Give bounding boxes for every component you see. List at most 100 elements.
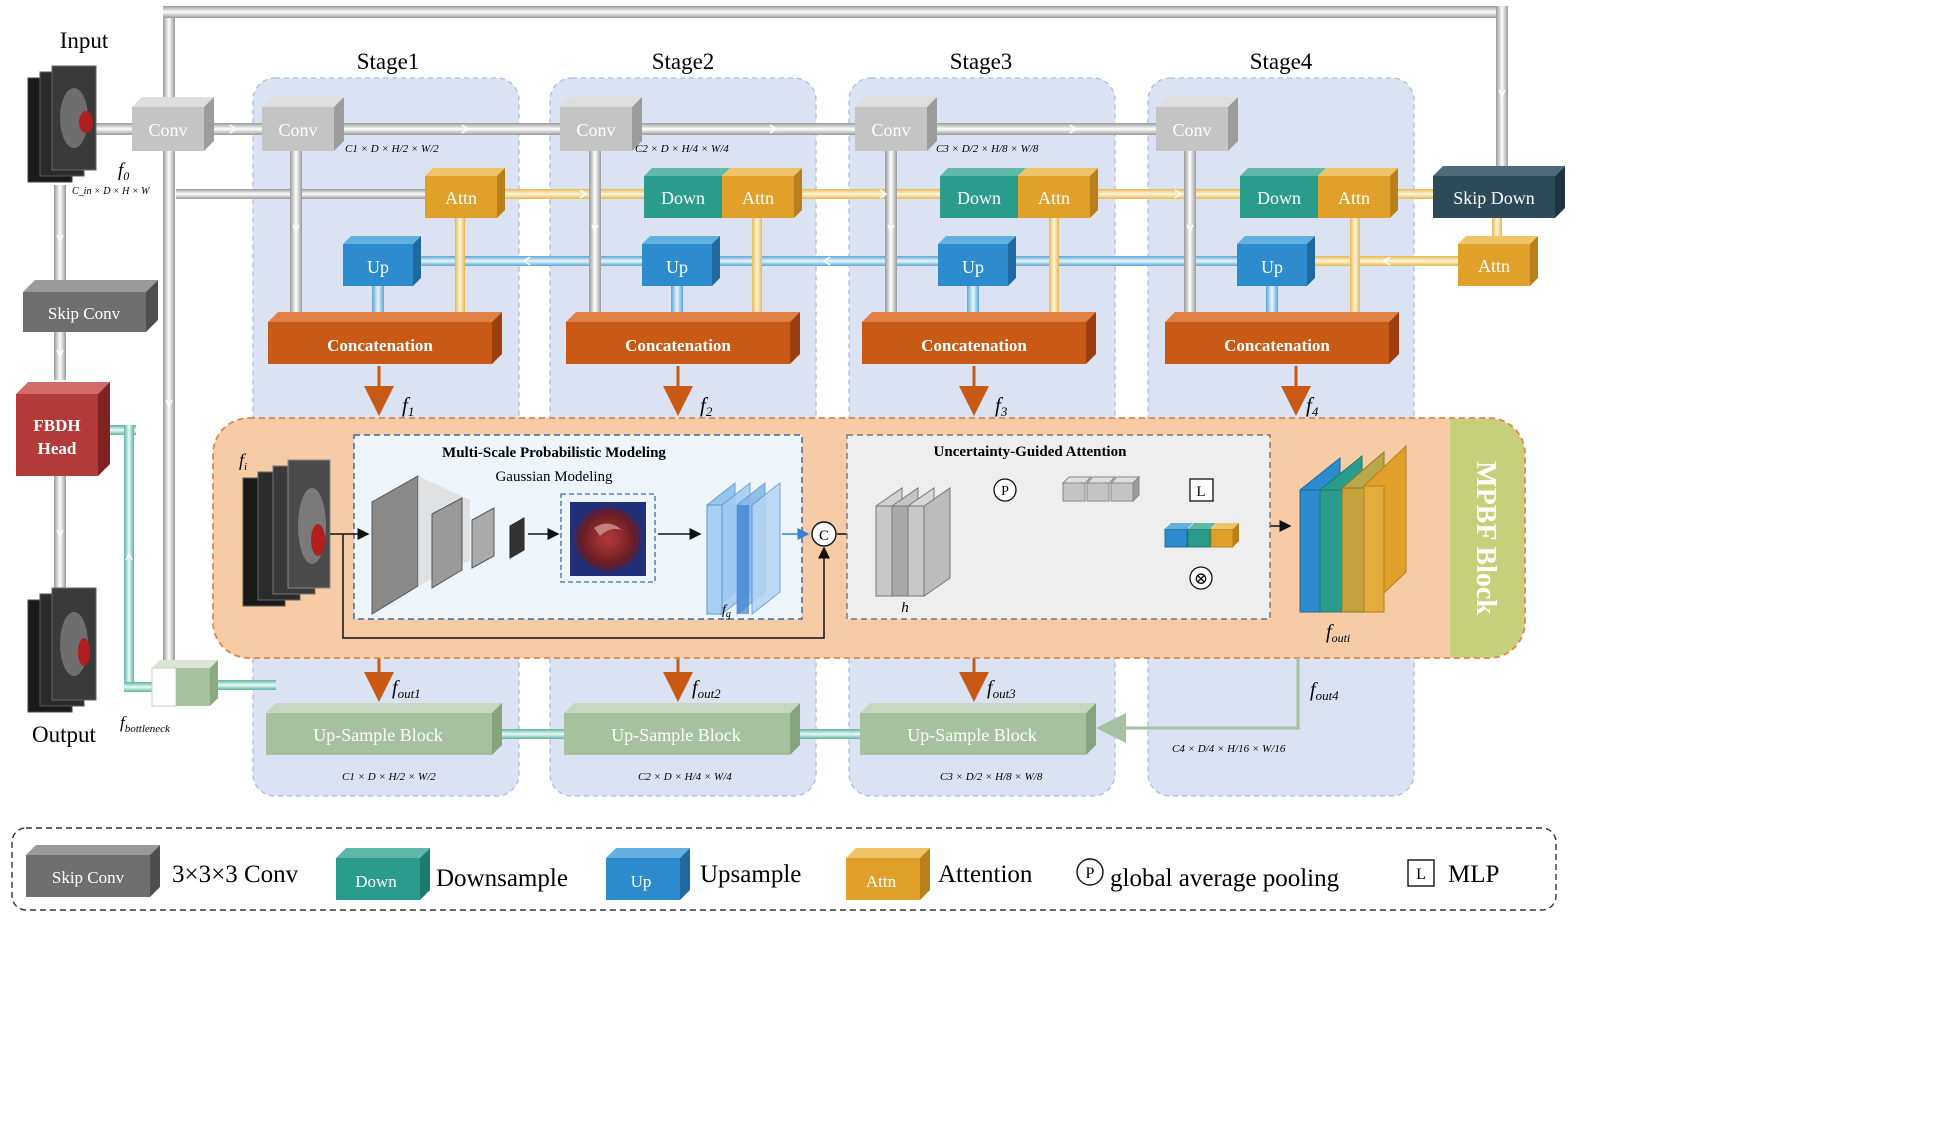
svg-text:⊗: ⊗ — [1194, 569, 1208, 588]
upsample-block-stage2: Up-Sample Block — [564, 703, 800, 755]
svg-text:Up: Up — [1261, 257, 1283, 277]
svg-text:Concatenation: Concatenation — [921, 336, 1027, 355]
svg-text:Down: Down — [1257, 188, 1301, 208]
svg-text:Head: Head — [38, 439, 77, 458]
svg-text:Conv: Conv — [576, 120, 615, 140]
input-label: Input — [60, 28, 109, 53]
mpbf-block-label: MPBF Block — [1470, 461, 1501, 615]
svg-text:Attn: Attn — [445, 188, 477, 208]
up-box-stage3: Up — [938, 236, 1016, 286]
bottleneck-box — [151, 660, 218, 707]
svg-text:Concatenation: Concatenation — [327, 336, 433, 355]
attn-box-stage4: Attn — [1318, 168, 1398, 218]
legend-skip-conv: Skip Conv 3×3×3 Conv — [26, 845, 299, 897]
svg-text:P: P — [1086, 865, 1095, 882]
up-box-stage4: Up — [1237, 236, 1315, 286]
svg-text:Conv: Conv — [1172, 120, 1211, 140]
svg-text:Attn: Attn — [866, 872, 897, 891]
svg-text:Downsample: Downsample — [436, 865, 568, 892]
attention-weight-cubes — [1164, 523, 1239, 548]
svg-text:Skip Down: Skip Down — [1453, 188, 1535, 208]
mspm-panel: Multi-Scale Probabilistic Modeling Gauss… — [353, 434, 803, 620]
svg-text:Concatenation: Concatenation — [625, 336, 731, 355]
pipes — [54, 6, 1508, 739]
f1-label: f1 — [402, 393, 414, 419]
svg-text:Up: Up — [631, 872, 652, 891]
upsample-block-stage3: Up-Sample Block — [860, 703, 1096, 755]
pooling-p-symbol — [993, 478, 1017, 502]
fbdh-head-box: FBDH Head — [16, 382, 110, 476]
svg-text:Up: Up — [962, 257, 984, 277]
attn-box-stage1: Attn — [425, 168, 505, 218]
svg-text:Skip Conv: Skip Conv — [48, 304, 121, 323]
f0-label: f0 — [118, 160, 129, 183]
mpbf-architecture-diagram: Stage1 Stage2 Stage3 Stage4 — [11, 6, 1565, 911]
fout4-to-upsample-arrow — [1096, 658, 1300, 743]
pipe-chevrons — [56, 89, 1506, 561]
svg-text:Up-Sample Block: Up-Sample Block — [611, 725, 740, 745]
svg-text:Concatenation: Concatenation — [1224, 336, 1330, 355]
svg-text:Skip Conv: Skip Conv — [52, 868, 125, 887]
svg-text:Down: Down — [661, 188, 705, 208]
fi-image-stack — [242, 459, 331, 607]
svg-text:MLP: MLP — [1448, 861, 1499, 888]
legend-attn: Attn Attention — [846, 848, 1033, 900]
stage3-up-dim: C3 × D/2 × H/8 × W/8 — [940, 771, 1043, 783]
stage2-title: Stage2 — [652, 49, 715, 74]
svg-text:Up-Sample Block: Up-Sample Block — [907, 725, 1036, 745]
svg-text:Attn: Attn — [742, 188, 774, 208]
f3-label: f3 — [995, 393, 1008, 419]
fi-label: fi — [239, 450, 247, 473]
up-box-stage2: Up — [642, 236, 720, 286]
legend-down: Down Downsample — [336, 848, 568, 900]
concat-c-symbol: C — [811, 521, 837, 547]
svg-text:global average pooling: global average pooling — [1110, 865, 1340, 892]
concat-box-stage1: Concatenation — [268, 312, 502, 364]
concat-to-mpbf-arrows — [364, 366, 1311, 702]
gaussian-modeling-label: Gaussian Modeling — [495, 469, 613, 485]
fout1-label: fout1 — [392, 677, 421, 701]
conv-box-stage2: Conv — [560, 97, 642, 151]
svg-text:Attn: Attn — [1038, 188, 1070, 208]
attn-box-stage2: Attn — [722, 168, 802, 218]
mlp-l-symbol — [1189, 478, 1214, 502]
stage1-up-dim: C1 × D × H/2 × W/2 — [342, 771, 436, 783]
legend-mlp: L MLP — [1407, 859, 1499, 888]
svg-text:P: P — [1001, 484, 1009, 499]
skip-conv-box: Skip Conv — [23, 280, 158, 332]
svg-text:L: L — [1416, 866, 1426, 883]
svg-text:Attn: Attn — [1478, 256, 1510, 276]
uga-title: Uncertainty-Guided Attention — [934, 444, 1128, 460]
multiply-symbol — [1189, 566, 1213, 590]
stage2-up-dim: C2 × D × H/4 × W/4 — [638, 771, 732, 783]
stage4-title: Stage4 — [1250, 49, 1313, 74]
svg-text:Conv: Conv — [148, 120, 187, 140]
svg-text:Up: Up — [367, 257, 389, 277]
input-dim-label: C_in × D × H × W — [72, 186, 151, 197]
upsample-block-stage1: Up-Sample Block — [266, 703, 502, 755]
svg-text:Conv: Conv — [278, 120, 317, 140]
stage1-conv-dim: C1 × D × H/2 × W/2 — [345, 143, 439, 155]
conv-box-stage3: Conv — [855, 97, 937, 151]
svg-text:Attn: Attn — [1338, 188, 1370, 208]
svg-text:FBDH: FBDH — [33, 416, 80, 435]
f4-label: f4 — [1306, 393, 1319, 419]
attn-box-stage3: Attn — [1018, 168, 1098, 218]
conv-box-stage1: Conv — [262, 97, 344, 151]
svg-text:3×3×3 Conv: 3×3×3 Conv — [172, 861, 299, 888]
svg-text:Up-Sample Block: Up-Sample Block — [313, 725, 442, 745]
h-label: h — [901, 600, 909, 616]
mspm-title: Multi-Scale Probabilistic Modeling — [442, 445, 666, 461]
attn-box-skip: Attn — [1458, 236, 1538, 286]
stage3-conv-dim: C3 × D/2 × H/8 × W/8 — [936, 143, 1039, 155]
uga-panel: Uncertainty-Guided Attention h P L — [846, 434, 1271, 620]
legend-up: Up Upsample — [606, 848, 801, 900]
stage3-title: Stage3 — [950, 49, 1013, 74]
gap-vector-cubes — [1061, 475, 1141, 503]
fouti-feature-stack — [1299, 444, 1407, 614]
fg-label: fg — [722, 603, 731, 620]
conv-box-input: Conv — [132, 97, 214, 151]
up-box-stage1: Up — [343, 236, 421, 286]
svg-text:Down: Down — [957, 188, 1001, 208]
svg-text:C: C — [819, 528, 829, 544]
